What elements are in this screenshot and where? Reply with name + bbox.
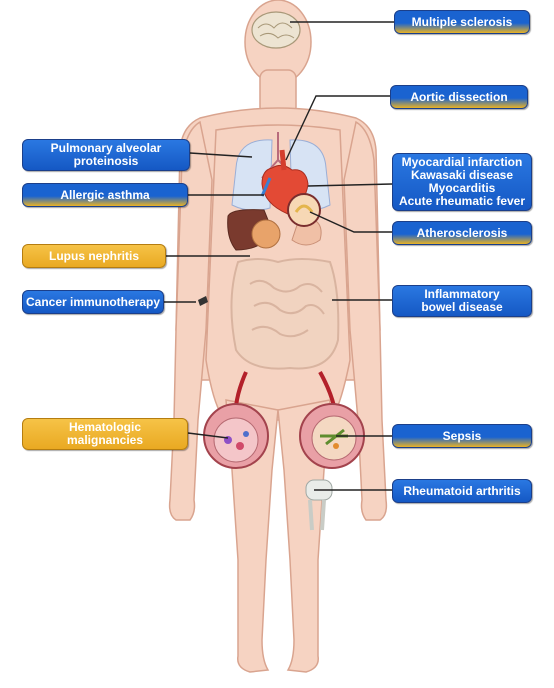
label-sepsis: Sepsis: [392, 424, 532, 448]
sepsis-vessel-magnification: [299, 403, 365, 469]
label-line: Cancer immunotherapy: [25, 294, 161, 309]
label-line: Sepsis: [442, 428, 482, 443]
abdominal-organs: [227, 193, 322, 251]
label-line: Pulmonary alveolar: [50, 141, 162, 155]
intestines: [230, 258, 340, 370]
label-line: Atherosclerosis: [416, 225, 508, 240]
label-atherosclerosis: Atherosclerosis: [392, 221, 532, 245]
label-line: Myocardial infarction: [401, 155, 523, 169]
label-cancer-immunotherapy: Cancer immunotherapy: [22, 290, 164, 314]
label-line: Aortic dissection: [410, 89, 508, 104]
label-pulmonary-alveolar-proteinosis: Pulmonary alveolar proteinosis: [22, 139, 190, 171]
label-aortic-dissection: Aortic dissection: [390, 85, 528, 109]
label-line: Hematologic: [68, 420, 141, 434]
label-inflammatory-bowel-disease: Inflammatory bowel disease: [392, 285, 532, 317]
label-line: Lupus nephritis: [49, 248, 139, 263]
label-line: Inflammatory: [424, 287, 500, 301]
label-line: Kawasaki disease: [410, 168, 514, 182]
label-line: Multiple sclerosis: [411, 14, 513, 29]
label-line: malignancies: [66, 433, 144, 447]
label-rheumatoid-arthritis: Rheumatoid arthritis: [392, 479, 532, 503]
brain: [251, 11, 301, 49]
label-line: Rheumatoid arthritis: [403, 483, 521, 498]
bone-marrow-magnification: [203, 403, 269, 469]
tumor-marker: [198, 296, 208, 306]
label-cardiac-diseases: Myocardial infarction Kawasaki disease M…: [392, 153, 532, 211]
label-line: Acute rheumatic fever: [398, 194, 526, 208]
label-line: Allergic asthma: [60, 187, 150, 202]
label-hematologic-malignancies: Hematologic malignancies: [22, 418, 188, 450]
leader-lines: [164, 21, 394, 491]
label-line: proteinosis: [73, 154, 139, 168]
label-allergic-asthma: Allergic asthma: [22, 183, 188, 207]
label-multiple-sclerosis: Multiple sclerosis: [394, 10, 530, 34]
label-lupus-nephritis: Lupus nephritis: [22, 244, 166, 268]
label-line: Myocarditis: [428, 181, 496, 195]
label-line: bowel disease: [421, 300, 503, 314]
